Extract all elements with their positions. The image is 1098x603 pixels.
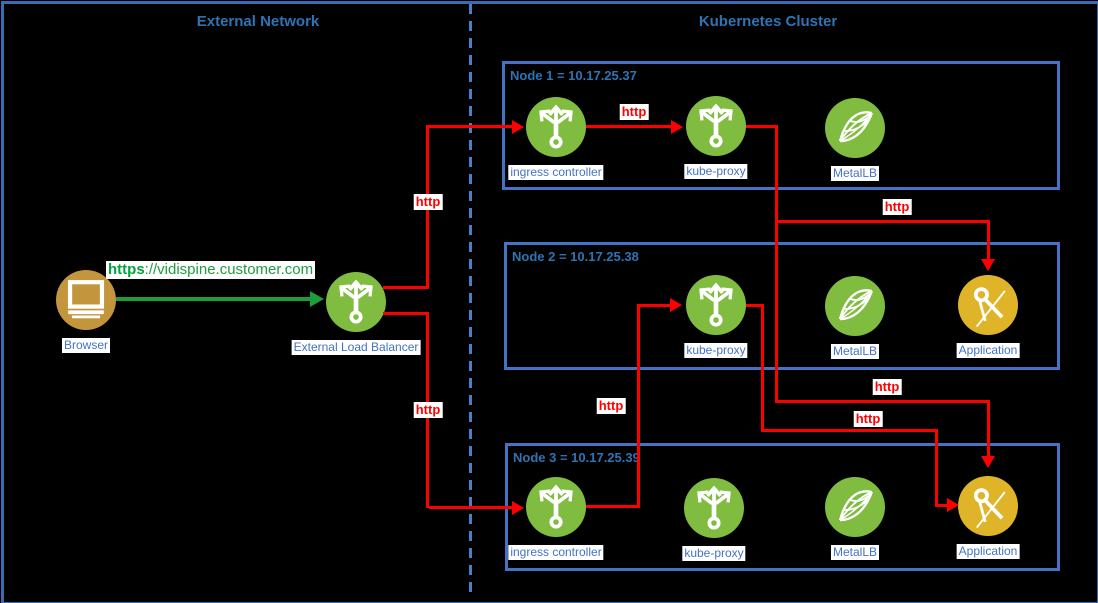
connector-segment [746,125,778,128]
arrowhead [981,456,995,468]
node3-kube-proxy: kube-proxy [682,478,746,561]
external-load-balancer-label: External Load Balancer [291,340,421,355]
url-scheme: https [108,261,145,278]
arrowhead [310,291,324,307]
connector-segment [761,429,938,432]
component-label: MetalLB [830,344,880,359]
arrowhead [671,120,683,134]
http-label: http [872,379,902,395]
component-label: kube-proxy [684,343,748,358]
application-icon [958,476,1018,536]
connector-segment [383,312,428,315]
node1-ingress-controller: ingress controller [508,97,604,180]
https-url-label: https://vidispine.customer.com [106,261,316,279]
connector-segment [987,403,990,458]
connector-segment [429,125,513,128]
connector-segment [586,505,640,508]
ingress-controller-icon [526,477,586,537]
node2-kube-proxy: kube-proxy [684,275,748,358]
component-label: ingress controller [508,165,604,180]
connector-segment [637,304,640,508]
node1-metallb: MetalLB [825,98,885,181]
arrowhead [947,498,959,512]
component-label: Application [956,544,1020,559]
url-rest: ://vidispine.customer.com [144,261,314,278]
external-network-title: External Network [196,13,320,30]
kube-proxy-icon [686,275,746,335]
connector-segment [775,400,990,403]
connector-segment [935,504,949,507]
browser: Browser [56,270,116,353]
connector-segment [987,223,990,261]
arrowhead [981,259,995,271]
node-3-title: Node 3 = 10.17.25.39 [513,450,640,465]
http-label: http [413,402,443,418]
connector-segment [775,125,778,223]
node2-application: Application [956,275,1020,358]
node2-metallb: MetalLB [825,276,885,359]
kubernetes-cluster-title: Kubernetes Cluster [698,13,838,30]
arrowhead [670,298,682,312]
component-label: Application [956,343,1020,358]
connector-segment [746,304,764,307]
node3-metallb: MetalLB [825,477,885,560]
kube-proxy-icon [686,96,746,156]
load-balancer-icon [326,272,386,332]
metallb-icon [825,276,885,336]
https-connector [116,297,312,301]
component-label: MetalLB [830,545,880,560]
node-1-title: Node 1 = 10.17.25.37 [510,68,637,83]
node3-application: Application [956,476,1020,559]
connector-segment [429,506,513,509]
connector-segment [775,223,778,403]
component-label: ingress controller [508,545,604,560]
arrowhead [512,120,524,134]
http-label: http [596,398,626,414]
connector-segment [586,125,672,128]
http-label: http [882,199,912,215]
application-icon [958,275,1018,335]
metallb-icon [825,98,885,158]
browser-label: Browser [61,338,111,353]
connector-segment [383,286,428,289]
connector-segment [775,220,990,223]
component-label: MetalLB [830,166,880,181]
kube-proxy-icon [684,478,744,538]
node1-kube-proxy: kube-proxy [684,96,748,179]
browser-icon [56,270,116,330]
arrowhead [512,501,524,515]
http-label: http [413,194,443,210]
component-label: kube-proxy [682,546,746,561]
metallb-icon [825,477,885,537]
connector-segment [640,304,672,307]
component-label: kube-proxy [684,164,748,179]
node-2-title: Node 2 = 10.17.25.38 [512,249,639,264]
external-load-balancer: External Load Balancer [291,272,421,355]
ingress-controller-icon [526,97,586,157]
node3-ingress-controller: ingress controller [508,477,604,560]
http-label: http [619,104,649,120]
network-boundary-dashed-line [469,4,472,599]
node-2-box: Node 2 = 10.17.25.38 [504,242,1060,370]
connector-segment [935,432,938,506]
connector-segment [761,304,764,432]
http-label: http [853,411,883,427]
